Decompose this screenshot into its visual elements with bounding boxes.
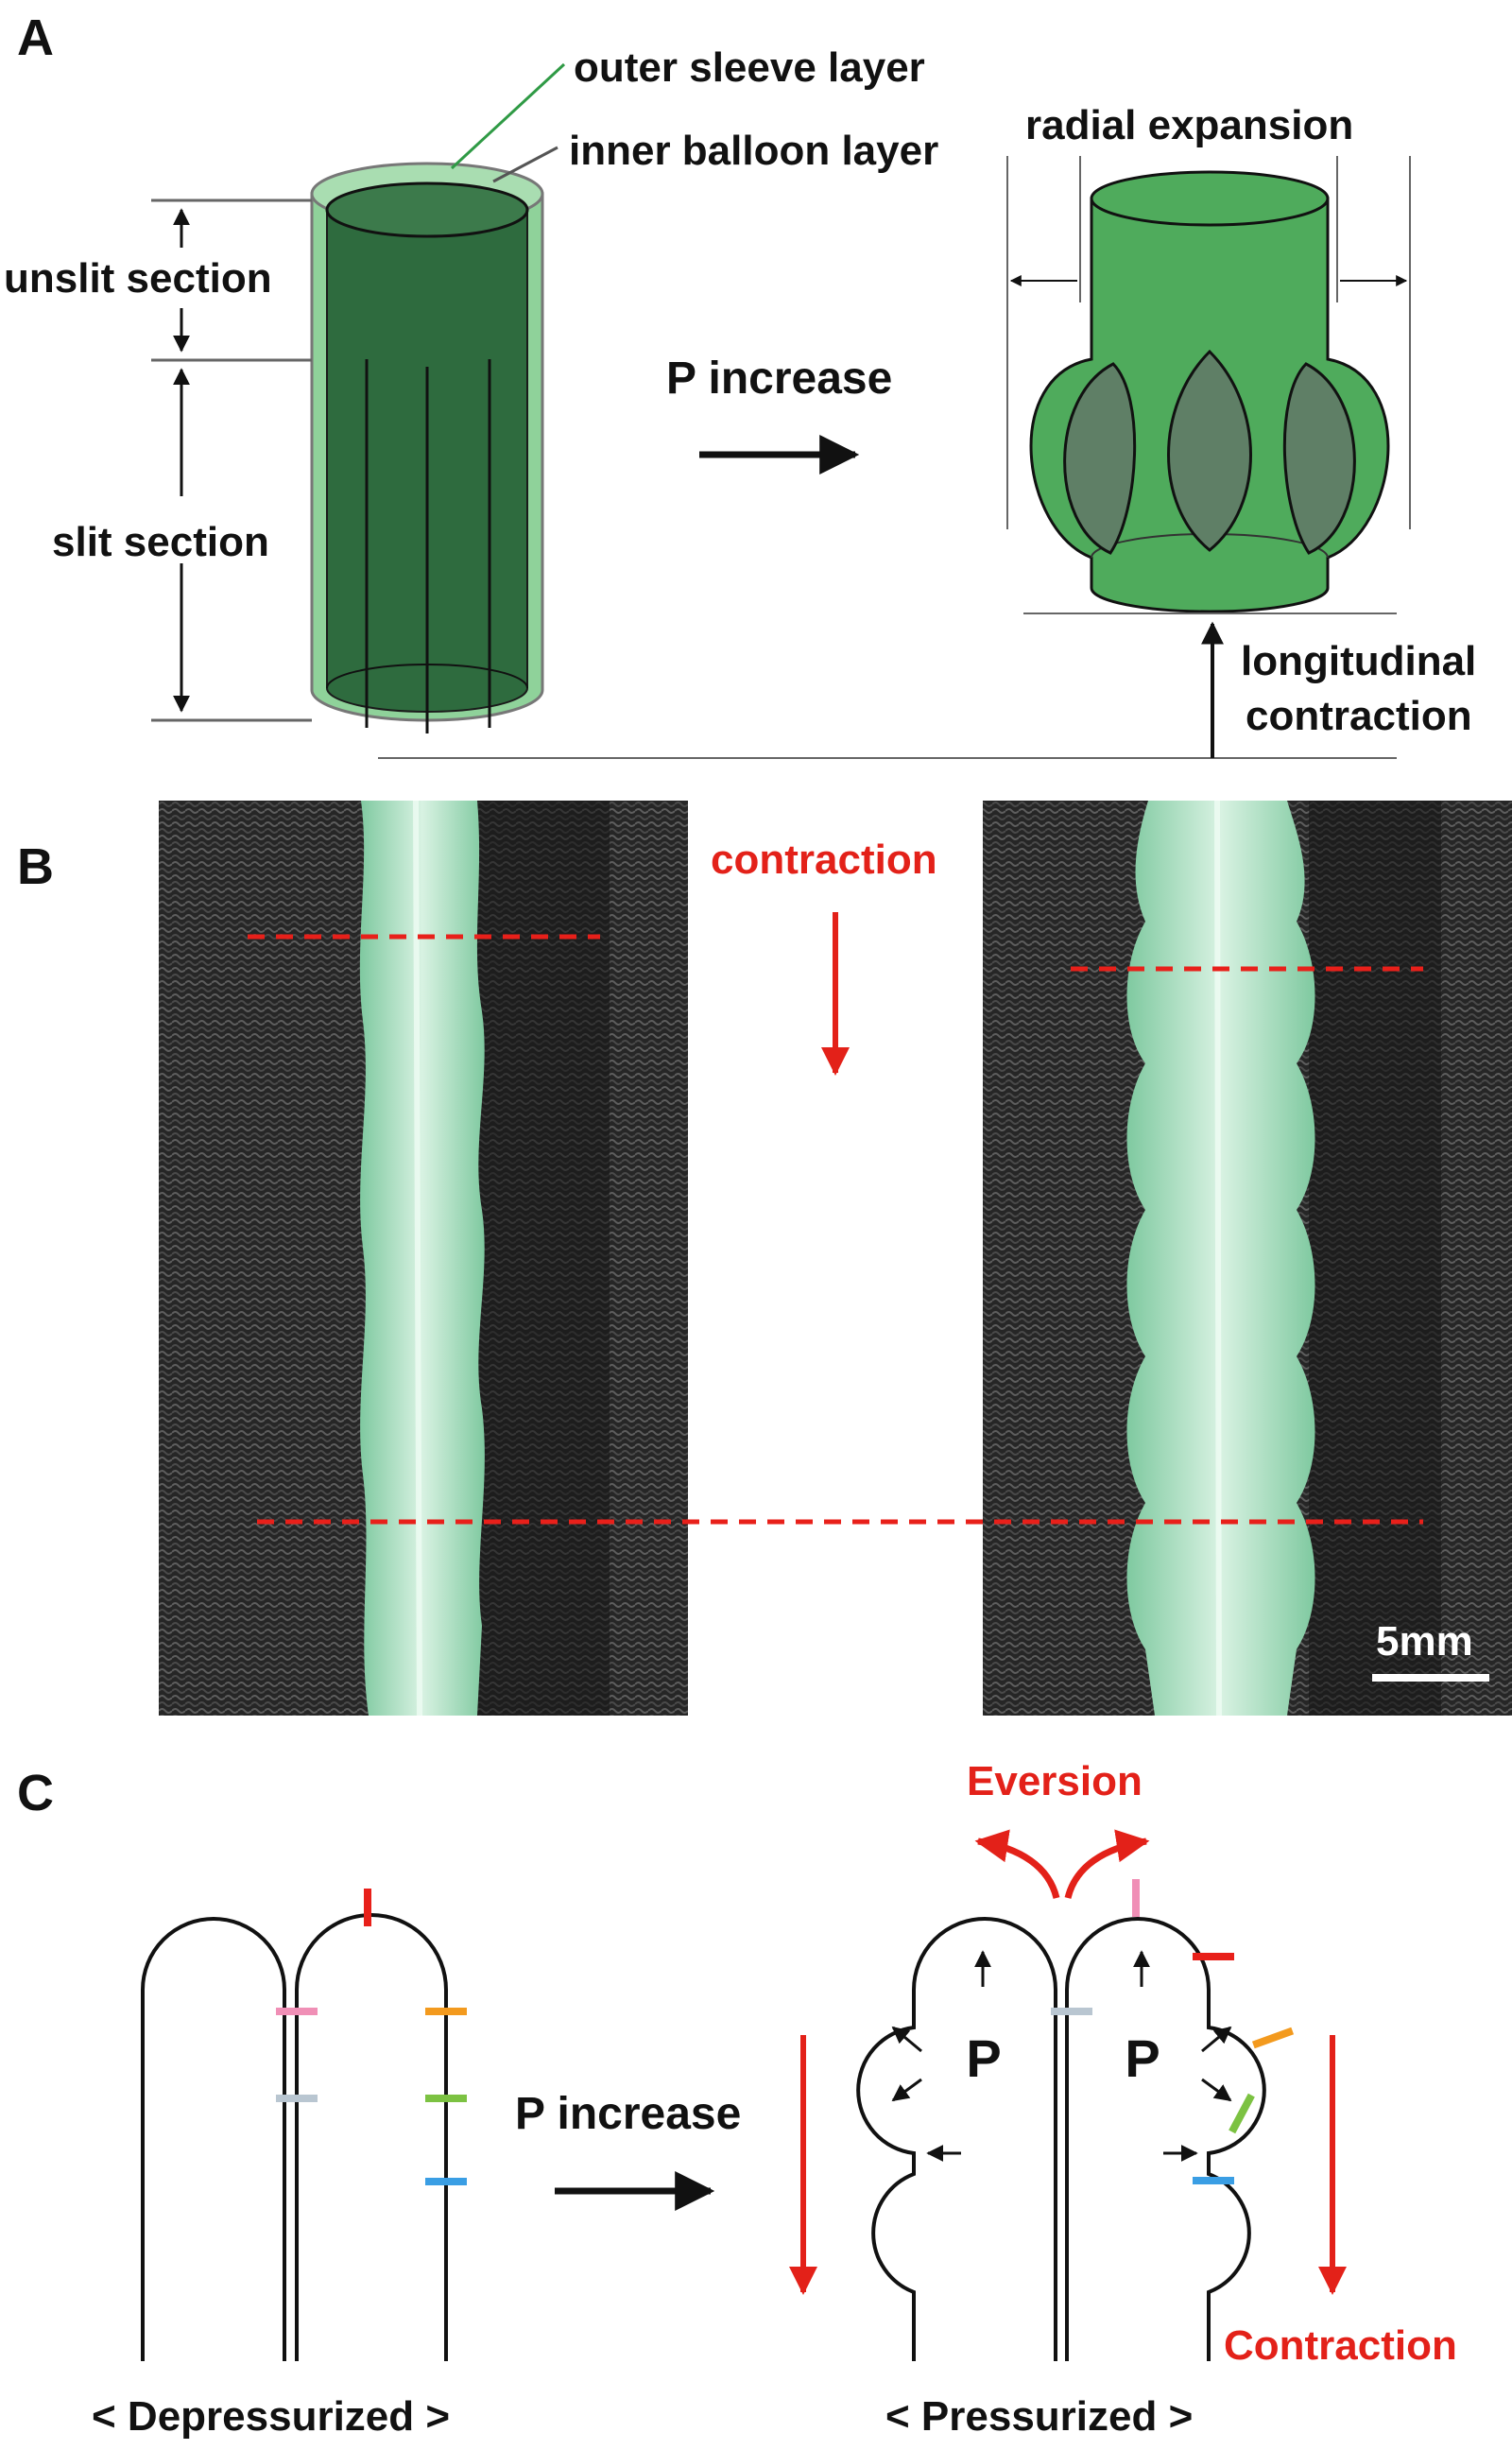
pressurized-label: < Pressurized >	[885, 2393, 1193, 2440]
marker-green	[1228, 2093, 1255, 2134]
depressurized-markers	[276, 1889, 467, 2185]
scale-bar-label: 5mm	[1376, 1618, 1473, 1665]
panel-c: C P increase	[17, 1758, 1457, 2440]
marker-green	[425, 2095, 467, 2102]
photo-depressurized	[159, 800, 688, 1717]
depressurized-cross-section	[141, 1913, 448, 2361]
panel-b: B contraction 5mm	[17, 800, 1512, 1717]
pressure-arrows	[891, 1950, 1232, 2162]
balloon-wall-left	[141, 1917, 286, 2361]
contraction-label-c: Contraction	[1224, 2322, 1457, 2369]
balloon-wall-right	[295, 1913, 448, 2361]
marker-blue	[425, 2178, 467, 2185]
p-increase-label-c: P increase	[515, 2089, 741, 2139]
slit-opening	[1063, 362, 1137, 555]
expanded-actuator-illustration	[1029, 170, 1390, 613]
scale-bar	[1372, 1674, 1489, 1682]
panel-a: A outer sleeve layer inner balloon layer…	[4, 9, 1476, 759]
outer-sleeve-label: outer sleeve layer	[574, 44, 925, 91]
bulged-wall-left	[856, 1917, 1057, 2361]
pressure-arrow	[1201, 2026, 1232, 2053]
pressure-arrow	[891, 2078, 922, 2102]
fabric-shadow	[477, 801, 610, 1716]
inner-balloon-label: inner balloon layer	[569, 128, 938, 174]
marker-red	[364, 1889, 371, 1926]
outer-sleeve-leader	[450, 62, 566, 170]
marker-orange	[425, 2008, 467, 2015]
slit-opening	[1167, 349, 1252, 552]
eversion-arrow-left	[974, 1829, 1060, 1899]
pressure-label-right: P	[1125, 2028, 1160, 2088]
eversion-label: Eversion	[967, 1758, 1143, 1804]
actuator-tube-relaxed	[359, 801, 485, 1716]
panel-a-letter: A	[17, 9, 54, 66]
cylinder-illustration	[310, 162, 544, 733]
longitudinal-label-line2: contraction	[1246, 693, 1472, 739]
slit-opening	[1282, 362, 1356, 555]
photo-pressurized	[983, 800, 1512, 1717]
inner-balloon-leader	[492, 146, 558, 183]
marker-blue	[1193, 2177, 1234, 2184]
slit-section-label: slit section	[52, 519, 269, 565]
pressure-arrow	[1201, 2078, 1232, 2102]
pressure-arrow	[891, 2026, 922, 2053]
pressurized-markers	[1051, 1879, 1295, 2184]
tube-highlight	[413, 800, 422, 1717]
marker-gray	[1051, 2008, 1092, 2015]
p-increase-label-a: P increase	[666, 354, 892, 404]
marker-orange	[1251, 2027, 1295, 2049]
marker-gray	[276, 2095, 318, 2102]
unslit-section-label: unslit section	[4, 255, 272, 302]
pressure-label-left: P	[966, 2028, 1001, 2088]
panel-b-letter: B	[17, 838, 54, 895]
inner-balloon-top	[325, 181, 529, 238]
marker-red	[1193, 1953, 1234, 1960]
eversion-arrow-right	[1064, 1829, 1150, 1899]
marker-pink	[1132, 1879, 1140, 1917]
radial-expansion-label: radial expansion	[1025, 102, 1353, 148]
tube-highlight	[1214, 800, 1222, 1717]
bulged-wall-right	[1065, 1917, 1266, 2361]
expanded-top	[1090, 170, 1330, 227]
contraction-label-b: contraction	[711, 837, 937, 883]
marker-pink	[276, 2008, 318, 2015]
pressurized-cross-section	[856, 1917, 1266, 2361]
panel-c-letter: C	[17, 1765, 54, 1821]
fabric-shadow	[1309, 801, 1441, 1716]
longitudinal-label-line1: longitudinal	[1241, 638, 1476, 684]
depressurized-label: < Depressurized >	[92, 2393, 450, 2440]
